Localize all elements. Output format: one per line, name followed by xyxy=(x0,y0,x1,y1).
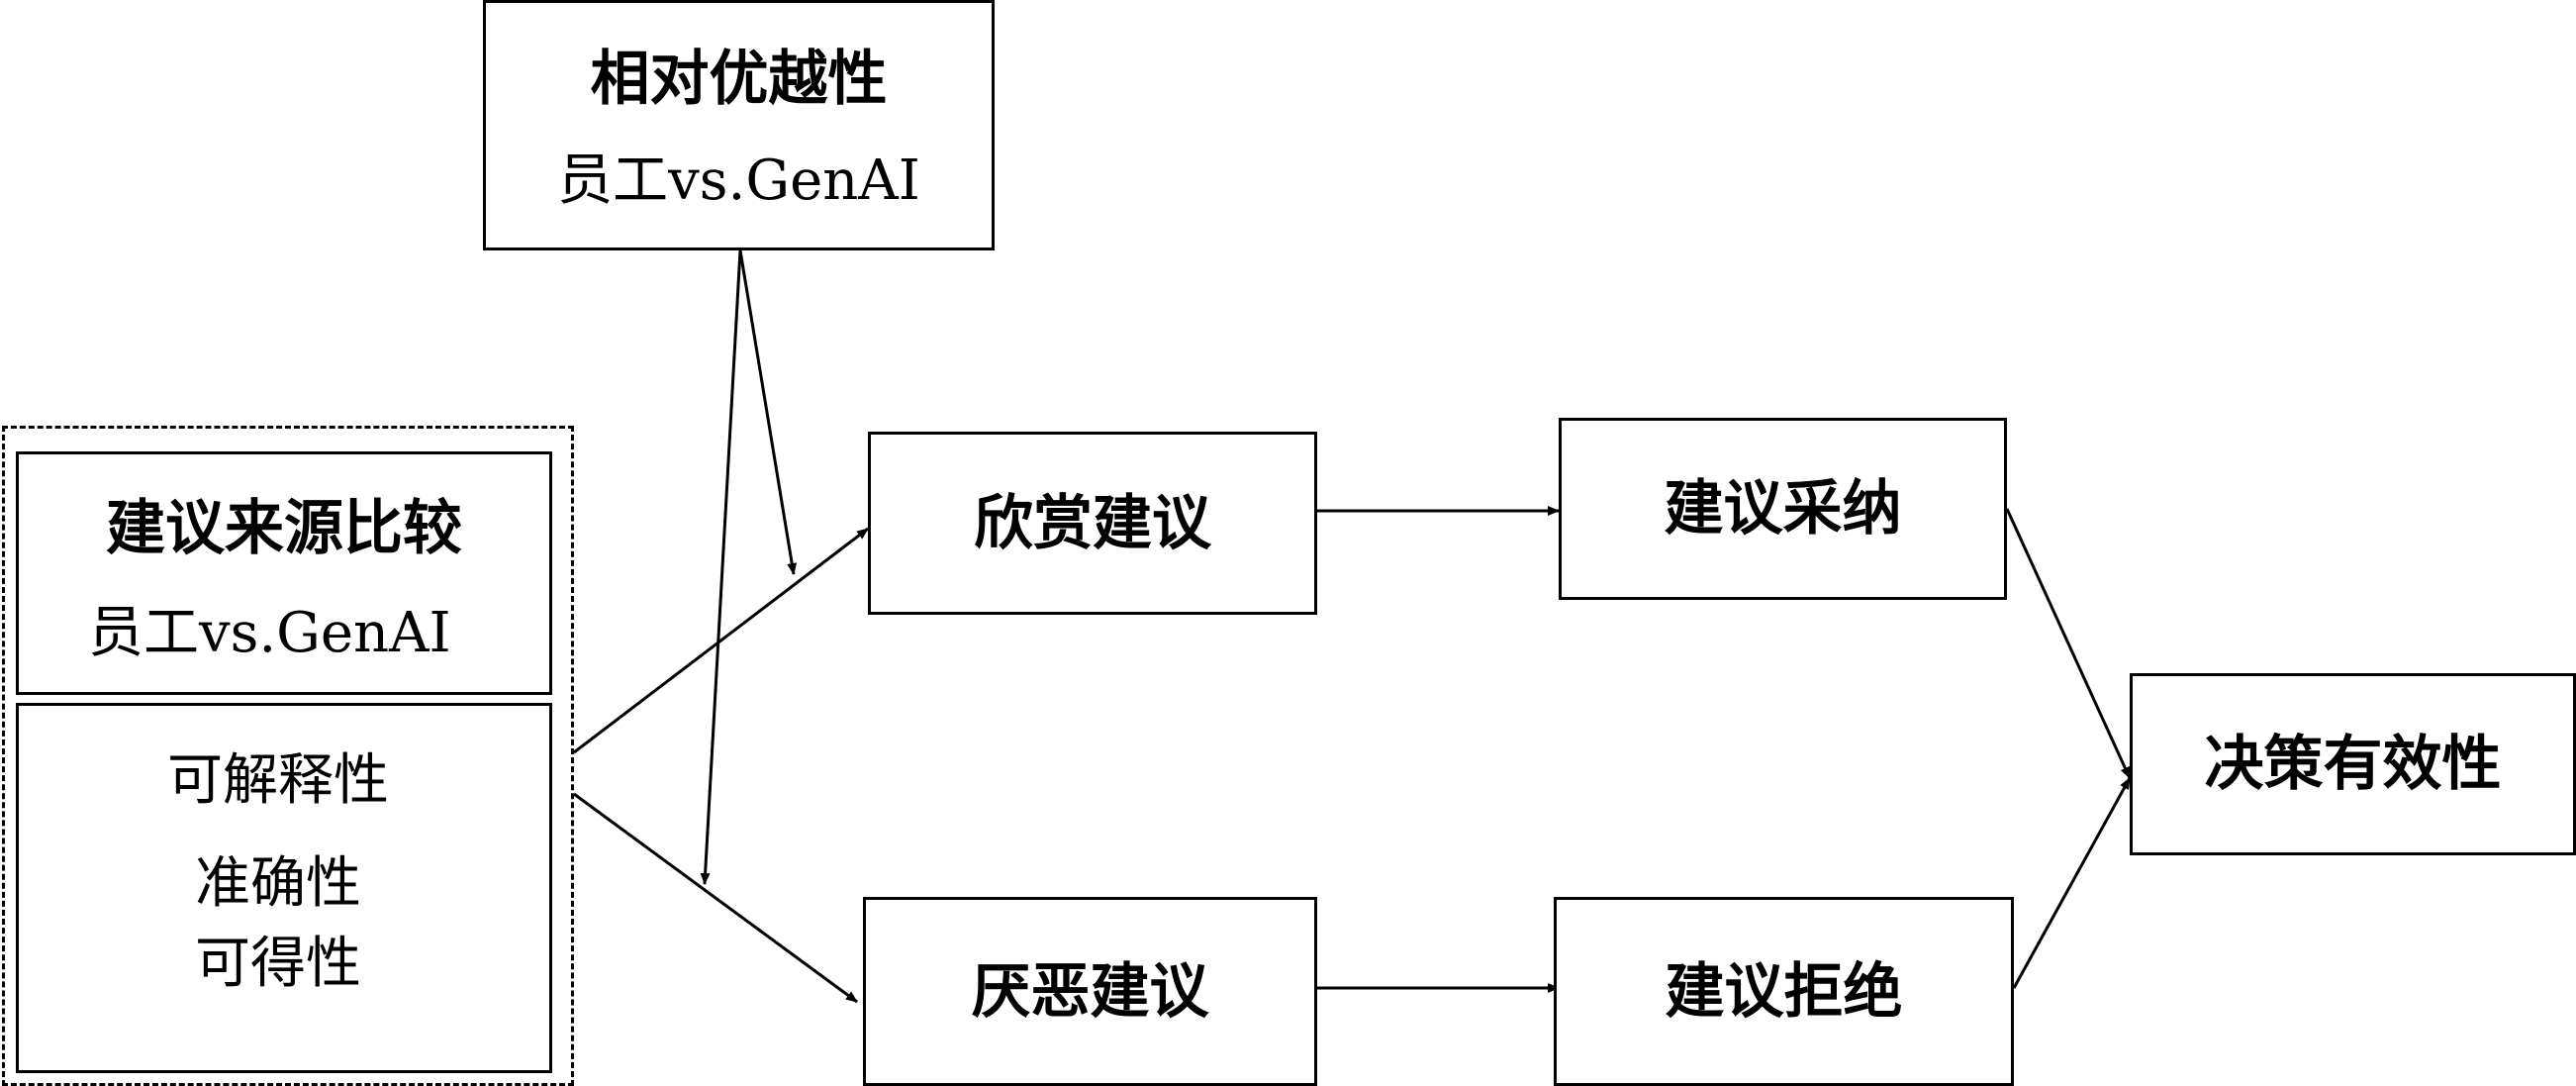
moderator-title: 相对优越性 xyxy=(590,45,888,114)
adoption-label: 建议采纳 xyxy=(1664,474,1902,543)
arrow-moderator-to-aversion-path xyxy=(700,249,742,885)
aversion-box: 厌恶建议 xyxy=(863,897,1317,1086)
moderator-box: 相对优越性 员工vs.GenAI xyxy=(483,0,995,250)
source-attributes-box: 可解释性 准确性 可得性 xyxy=(16,703,552,1073)
arrow-source-to-appreciation xyxy=(573,527,869,754)
source-comparison-box: 建议来源比较 员工vs.GenAI xyxy=(16,451,552,695)
rejection-box: 建议拒绝 xyxy=(1554,897,2014,1086)
arrow-rejection-to-outcome xyxy=(2012,777,2132,989)
source-subtitle: 员工vs.GenAI xyxy=(88,601,451,665)
outcome-label: 决策有效性 xyxy=(2204,730,2502,799)
attribute-explainability: 可解释性 xyxy=(167,748,389,813)
arrow-moderator-to-appreciation-path xyxy=(738,249,798,575)
attribute-accuracy: 准确性 xyxy=(195,851,361,916)
source-group-dashed-border xyxy=(2,426,574,1086)
source-title: 建议来源比较 xyxy=(106,494,462,563)
adoption-box: 建议采纳 xyxy=(1559,418,2007,600)
outcome-box: 决策有效性 xyxy=(2130,673,2576,855)
attribute-availability: 可得性 xyxy=(195,932,361,996)
appreciation-box: 欣赏建议 xyxy=(868,432,1317,615)
rejection-label: 建议拒绝 xyxy=(1665,956,1903,1027)
aversion-label: 厌恶建议 xyxy=(971,956,1209,1027)
arrow-source-to-aversion xyxy=(573,792,858,1004)
arrow-adoption-to-outcome xyxy=(2005,508,2132,779)
moderator-subtitle: 员工vs.GenAI xyxy=(557,148,920,213)
appreciation-label: 欣赏建议 xyxy=(974,488,1211,558)
